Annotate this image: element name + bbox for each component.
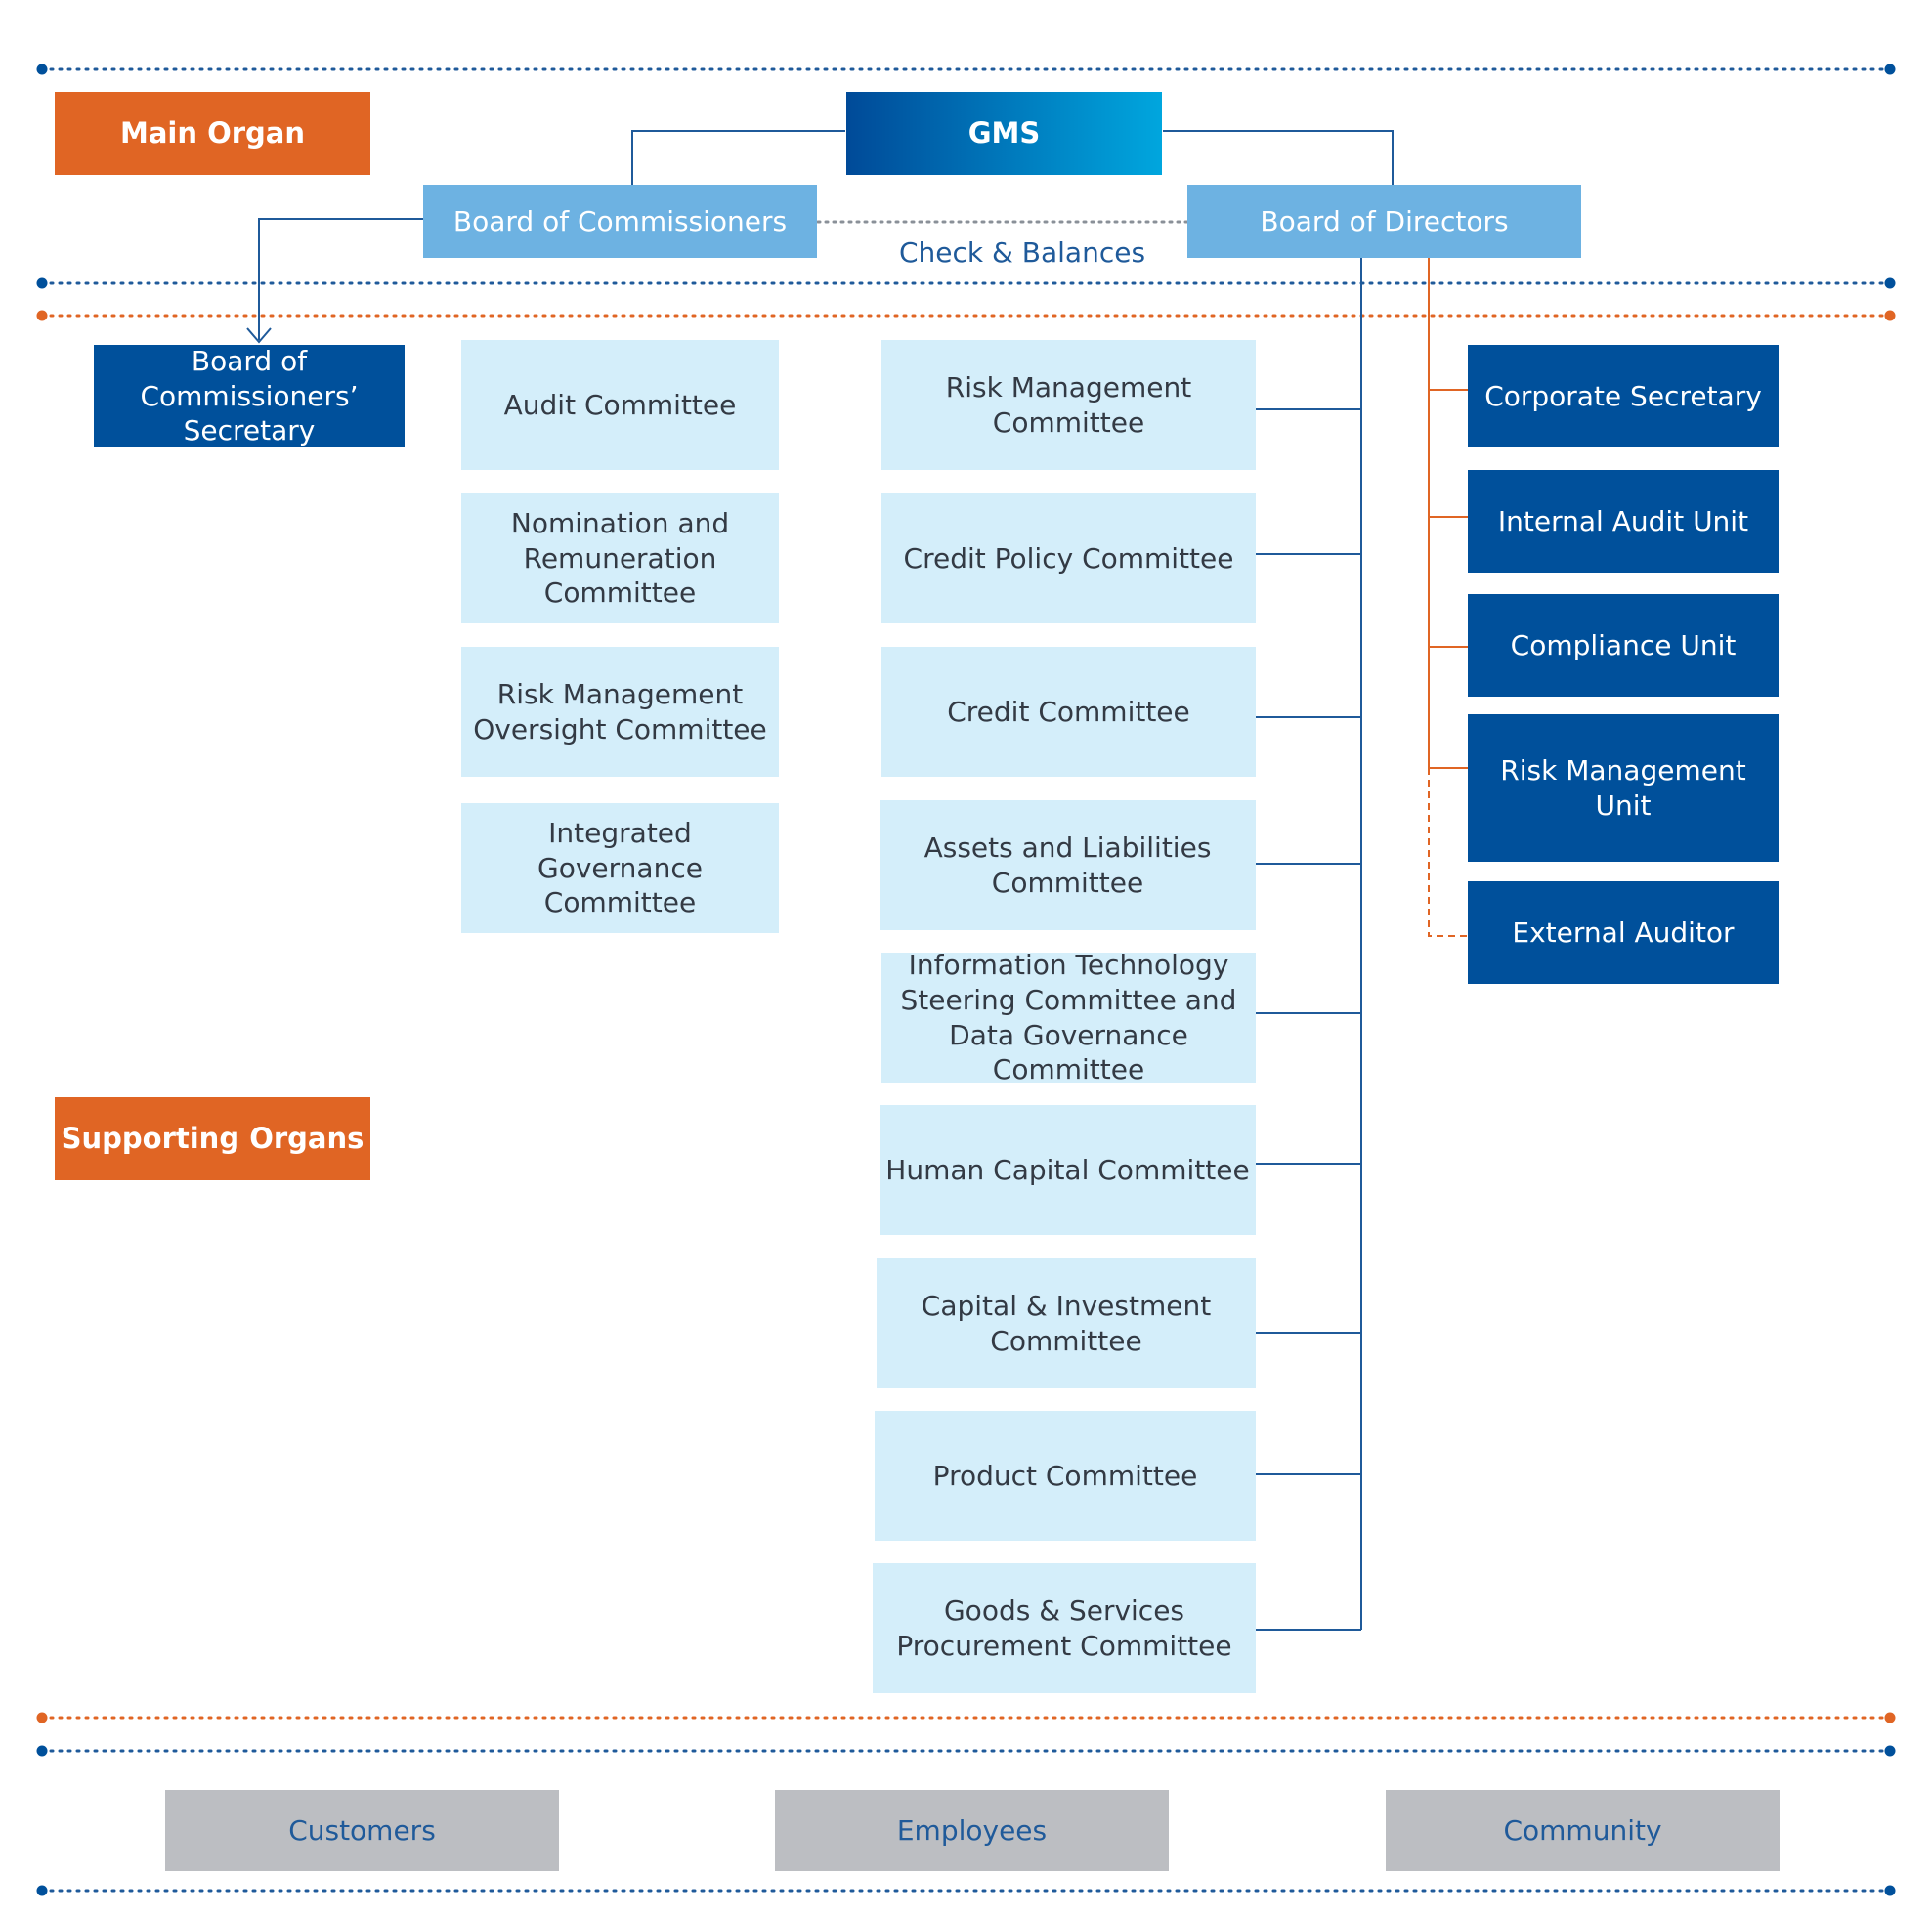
gms-box: GMS xyxy=(846,92,1162,175)
assets-liabilities-committee-box: Assets and Liabilities Committee xyxy=(880,800,1256,930)
check-balances-caption: Check & Balances xyxy=(899,236,1146,269)
board-of-commissioners-box: Board of Commissioners xyxy=(423,185,817,258)
external-auditor-box: External Auditor xyxy=(1468,881,1779,984)
goods-services-procurement-committee-box: Goods & Services Procurement Committee xyxy=(873,1563,1256,1693)
customers-box: Customers xyxy=(165,1790,559,1871)
capital-investment-committee-box: Capital & Investment Committee xyxy=(877,1258,1256,1388)
main-organ-label: Main Organ xyxy=(55,92,370,175)
commissioners-secretary-box: Board of Commissioners’ Secretary xyxy=(94,345,405,447)
employees-box: Employees xyxy=(775,1790,1169,1871)
risk-management-committee-box: Risk Management Committee xyxy=(881,340,1256,470)
it-steering-data-governance-committee-box: Information Technology Steering Committe… xyxy=(881,949,1256,1085)
band-separators xyxy=(36,64,1896,1896)
product-committee-box: Product Committee xyxy=(875,1411,1256,1541)
board-of-directors-box: Board of Directors xyxy=(1187,185,1581,258)
compliance-unit-box: Compliance Unit xyxy=(1468,594,1779,697)
supporting-organs-label: Supporting Organs xyxy=(55,1097,370,1180)
credit-policy-committee-box: Credit Policy Committee xyxy=(881,493,1256,623)
nomination-remuneration-committee-box: Nomination and Remuneration Committee xyxy=(461,493,779,623)
credit-committee-box: Credit Committee xyxy=(881,647,1256,777)
integrated-governance-committee-box: Integrated Governance Committee xyxy=(461,803,779,933)
internal-audit-unit-box: Internal Audit Unit xyxy=(1468,470,1779,573)
risk-management-unit-box: Risk Management Unit xyxy=(1468,714,1779,862)
corporate-secretary-box: Corporate Secretary xyxy=(1468,345,1779,447)
audit-committee-box: Audit Committee xyxy=(461,340,779,470)
community-box: Community xyxy=(1386,1790,1780,1871)
risk-management-oversight-committee-box: Risk Management Oversight Committee xyxy=(461,647,779,777)
human-capital-committee-box: Human Capital Committee xyxy=(880,1105,1256,1235)
